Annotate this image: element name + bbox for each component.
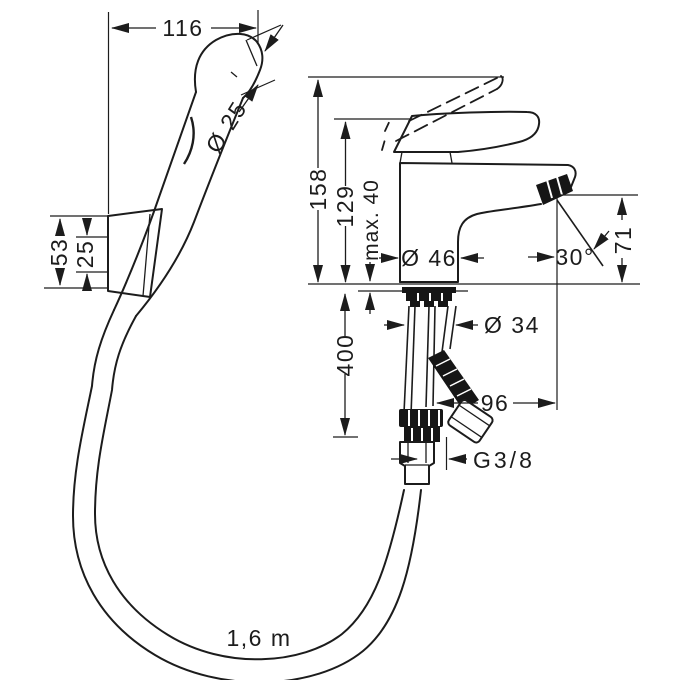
hose-connector-vertical [399,409,443,485]
dim-label-g38: G3/8 [473,447,535,473]
dim-label-96: 96 [481,390,510,416]
dim-spray-angle: 30° [528,230,610,270]
dim-label-30deg: 30° [555,244,594,270]
dim-label-o34: Ø 34 [484,312,540,338]
dim-129: 129 [332,118,410,283]
dim-label-71: 71 [610,226,636,255]
dim-96: 96 [436,197,558,416]
shower-holder [107,208,163,298]
dim-label-o25: Ø 25 [200,96,252,157]
dim-thread: G3/8 [391,437,535,473]
dim-53: 53 [44,215,108,289]
dim-label-53: 53 [46,238,72,267]
dim-label-max40: max. 40 [360,179,383,261]
mounting-flange [402,287,456,307]
dim-label-158: 158 [305,168,331,211]
dim-116: 116 [107,10,259,214]
dim-label-129: 129 [332,185,358,228]
dim-body-diameter: Ø 46 [379,245,484,271]
dim-label-116: 116 [162,15,203,41]
dim-label-25: 25 [72,240,98,269]
dim-71: 71 [559,194,638,283]
faucet-body [308,75,640,292]
dim-label-o46: Ø 46 [401,245,457,271]
dim-label-400: 400 [332,334,358,377]
dim-head-diameter: Ø 25 [200,24,284,157]
shower-hose-loop [72,309,422,680]
dim-max-40: max. 40 [360,179,383,314]
dim-hose-length: 1,6 m [226,625,291,651]
dim-400: 400 [332,293,358,438]
angled-supply-connector [428,350,494,444]
dim-158: 158 [305,76,504,283]
dim-25: 25 [72,218,108,291]
hand-shower [113,32,264,317]
dim-label-16m: 1,6 m [226,625,291,651]
dim-hole-diameter: Ø 34 [384,312,540,338]
